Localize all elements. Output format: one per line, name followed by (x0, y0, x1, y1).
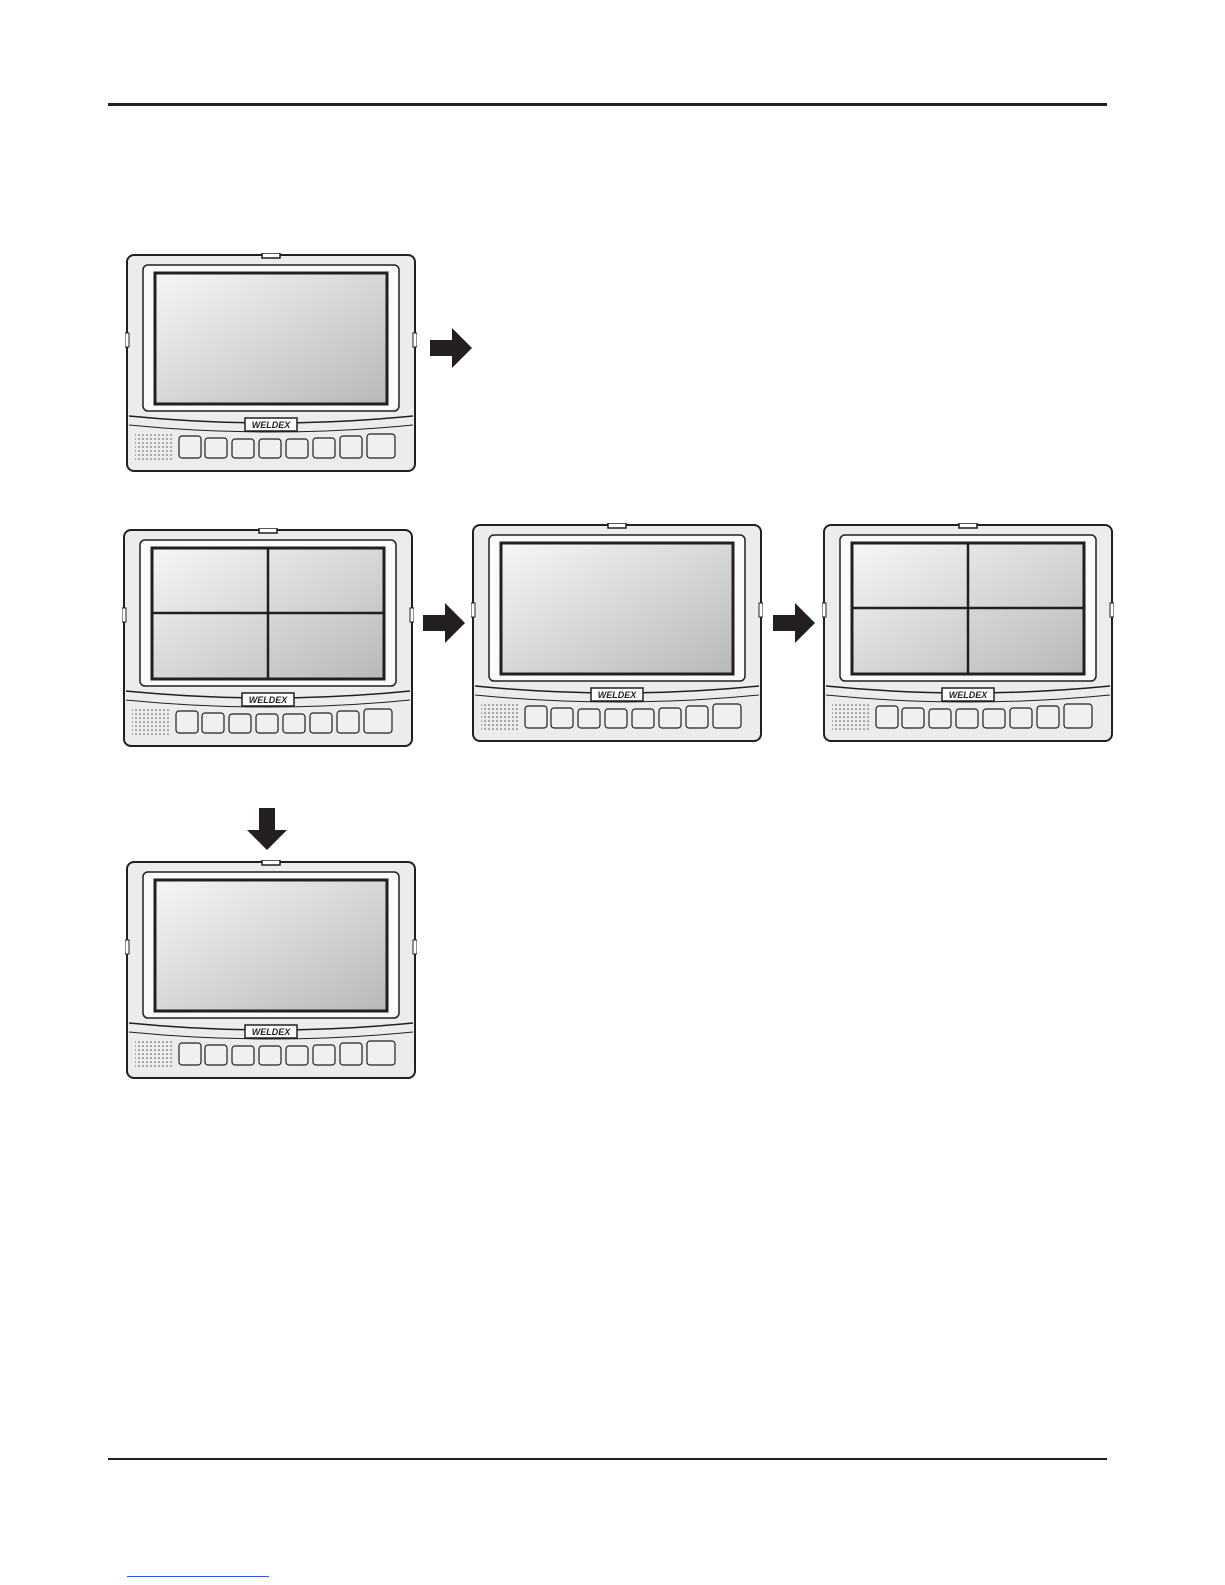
arrow-right-icon (428, 325, 474, 371)
brand-logo: WELDEX (598, 690, 637, 700)
arrow-right-icon (771, 600, 817, 646)
monitor-single-view-middle: WELDEX (471, 523, 763, 743)
footer-link-underline[interactable] (127, 1575, 269, 1577)
monitor-quad-view: WELDEX (122, 528, 414, 748)
monitor-single-view-start: WELDEX (125, 253, 417, 473)
brand-logo: WELDEX (949, 690, 988, 700)
monitor-quad-view-repeat: WELDEX (822, 523, 1114, 743)
brand-logo: WELDEX (249, 695, 288, 705)
monitor-single-view-end: WELDEX (125, 860, 417, 1080)
header-rule (108, 103, 1107, 106)
arrow-down-icon (244, 806, 290, 852)
brand-logo: WELDEX (252, 1027, 291, 1037)
brand-logo: WELDEX (252, 420, 291, 430)
arrow-right-icon (421, 600, 467, 646)
footer-rule (108, 1458, 1107, 1460)
